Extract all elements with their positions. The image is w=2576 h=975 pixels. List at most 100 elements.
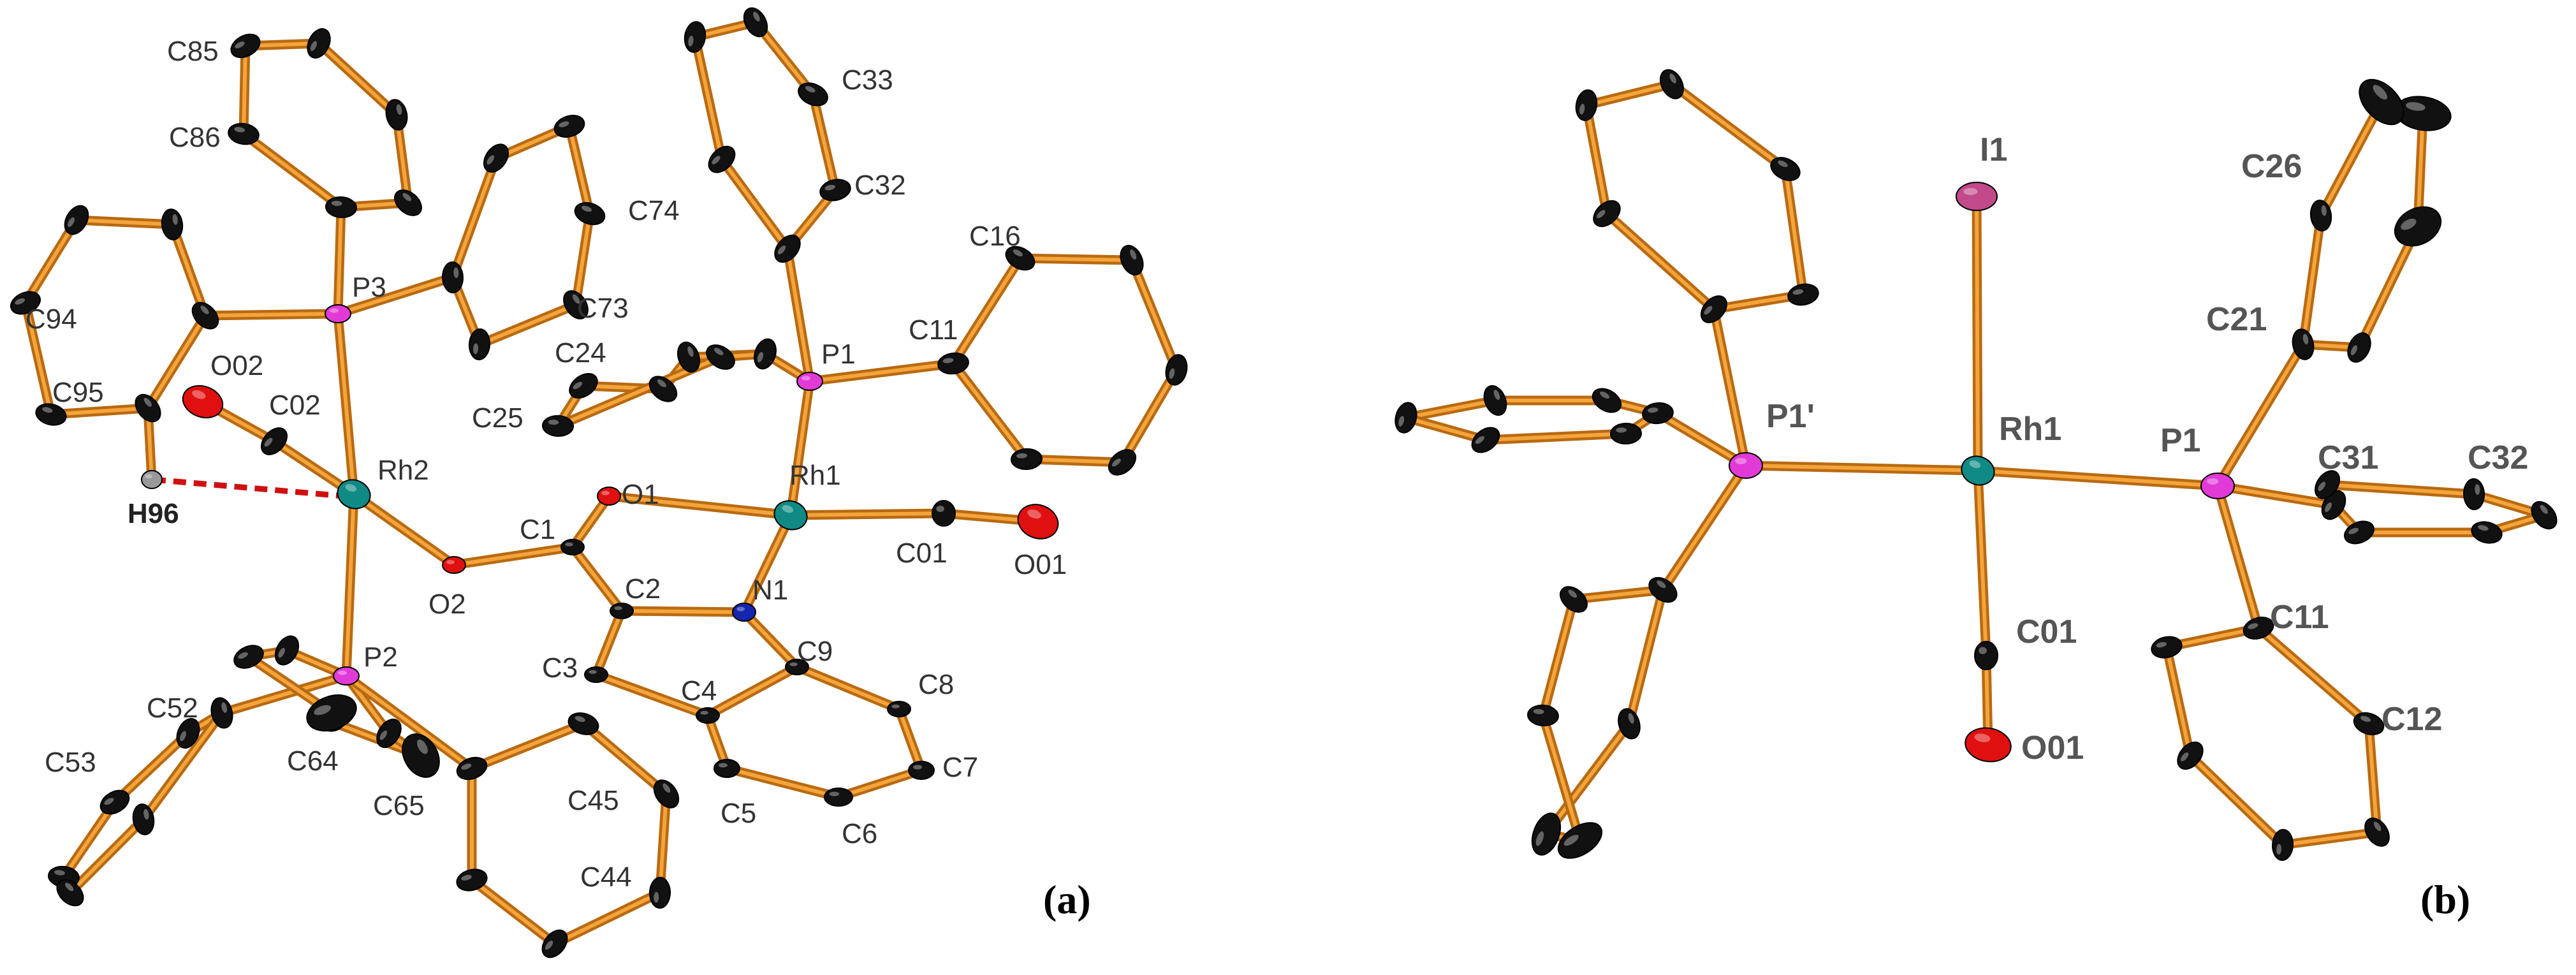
a-atom-P3 xyxy=(325,304,351,323)
b-atom-P1 xyxy=(2200,473,2235,499)
a-atom-R31 xyxy=(774,234,801,263)
b-bond-P1p-Q21 xyxy=(1653,408,1751,471)
a-bond-R14-R15 xyxy=(1117,365,1182,467)
a-atom-R95 xyxy=(35,403,67,426)
a-bond-R11-R12 xyxy=(948,253,1025,369)
b-label-o01: O01 xyxy=(2021,729,2084,766)
b-label-p1p: P1' xyxy=(1766,398,1815,435)
a-atom-C1 xyxy=(560,539,585,555)
b-bond-S25-S26 xyxy=(2316,97,2387,221)
a-atom-R46 xyxy=(456,869,488,891)
a-atom-R65 xyxy=(402,733,440,778)
b-bond-Q31-Q32 xyxy=(1624,585,1668,729)
b-atom-S34 xyxy=(2531,501,2558,530)
b-label-rh1: Rh1 xyxy=(1999,411,2061,448)
a-label-c6: C6 xyxy=(842,818,877,849)
a-label-c73: C73 xyxy=(577,293,629,324)
a-bond-R55-R56 xyxy=(65,814,149,898)
a-atom-R71 xyxy=(441,261,464,293)
a-atom-C02 xyxy=(261,427,288,455)
b-label-c31: C31 xyxy=(2318,439,2378,476)
a-atom-C9 xyxy=(785,659,809,675)
a-atom-R56 xyxy=(132,803,155,835)
b-atom-Q23 xyxy=(1483,385,1507,416)
a-atom-R12 xyxy=(1005,246,1036,271)
a-atom-R53 xyxy=(99,789,130,815)
b-bond-P1-S11 xyxy=(2213,481,2264,633)
b-bond-Q34-Q35 xyxy=(1538,710,1585,846)
a-label-c52: C52 xyxy=(147,693,198,724)
b-atom-S12 xyxy=(2353,712,2385,736)
b-atom-Q25 xyxy=(1471,427,1500,453)
b-atom-S32 xyxy=(2344,520,2375,545)
a-label-c7: C7 xyxy=(942,752,978,783)
a-atom-R92 xyxy=(161,209,184,240)
b-atom-Q26 xyxy=(1610,422,1642,445)
a-atom-R45 xyxy=(541,929,568,958)
b-atom-Q16 xyxy=(1593,200,1621,228)
b-bond-P1-S31 xyxy=(2213,481,2339,510)
b-bond-Q32-Q33 xyxy=(1541,719,1634,839)
b-atom-C01 xyxy=(1974,641,1998,670)
a-bond-Rh2-O2 xyxy=(349,489,459,570)
a-bond-R95-R96 xyxy=(46,403,153,420)
b-atom-Q11 xyxy=(1701,295,1727,323)
b-bond-S12-S13 xyxy=(2364,719,2382,837)
a-label-p3: P3 xyxy=(352,272,386,303)
a-bond-R85-R86 xyxy=(238,41,251,139)
a-label-c02: C02 xyxy=(269,390,321,421)
b-label-c12: C12 xyxy=(2382,701,2442,738)
a-label-c25: C25 xyxy=(472,402,523,434)
panel-b-atoms xyxy=(1394,69,2558,861)
b-label-c01: C01 xyxy=(2016,613,2077,650)
a-bond-R94-R95 xyxy=(20,298,56,420)
a-atom-R14 xyxy=(1165,354,1188,386)
b-bond-Q35-Q36 xyxy=(1538,594,1579,721)
b-bond-Q15-Q16 xyxy=(1581,100,1612,219)
b-bond-S22-S23 xyxy=(2354,221,2423,353)
a-bond-C1-C2 xyxy=(567,542,627,616)
b-atom-S23 xyxy=(2394,206,2442,247)
a-bond-P1-R11 xyxy=(805,358,958,386)
a-bond-R41-R42 xyxy=(467,719,589,773)
a-label-c95: C95 xyxy=(52,377,104,408)
a-bond-P1-R31 xyxy=(782,244,815,386)
a-bond-R45-R46 xyxy=(467,875,560,949)
a-atom-C5 xyxy=(714,759,740,778)
a-atom-R64 xyxy=(306,694,357,732)
b-atom-Q32 xyxy=(1618,708,1641,740)
b-atom-Q13 xyxy=(1770,157,1801,181)
a-label-o02: O02 xyxy=(210,350,263,381)
b-bond-Q36-Q31 xyxy=(1569,585,1668,605)
a-bond-R74-R75 xyxy=(571,209,595,310)
a-bond-O1-Rh1 xyxy=(604,491,796,520)
b-bond-S26-S21 xyxy=(2298,210,2326,349)
a-bond-R12-R13 xyxy=(1015,253,1137,265)
b-atom-I1 xyxy=(1956,182,1998,211)
a-label-c65: C65 xyxy=(373,790,425,821)
a-atom-N1 xyxy=(732,603,756,622)
a-atom-R76 xyxy=(468,328,491,360)
a-atom-R61 xyxy=(274,635,300,666)
a-label-c1: C1 xyxy=(520,514,555,545)
a-atom-R34 xyxy=(743,7,768,38)
a-atom-R96 xyxy=(135,393,161,423)
b-atom-S35 xyxy=(2463,478,2485,510)
b-atom-S36 xyxy=(2314,470,2341,499)
b-atom-S33 xyxy=(2471,521,2503,544)
a-bond-Rh2-P2 xyxy=(341,489,359,681)
a-atom-C3 xyxy=(584,666,608,683)
b-label-c32: C32 xyxy=(2468,439,2528,476)
b-bond-Q14-Q15 xyxy=(1581,79,1677,110)
b-atom-S26 xyxy=(2309,200,2332,231)
a-label-p1: P1 xyxy=(821,339,856,370)
a-bond-R73-R74 xyxy=(564,121,595,219)
b-bond-P1-S21 xyxy=(2213,339,2308,491)
a-label-p2: P2 xyxy=(363,641,398,673)
b-bond-P1p-Rh1 xyxy=(1741,460,1983,476)
a-label-c24: C24 xyxy=(555,337,606,369)
a-bond-Rh1-C01 xyxy=(786,508,949,520)
a-atom-R25 xyxy=(542,414,574,437)
b-bond-Q13-Q14 xyxy=(1667,79,1790,174)
